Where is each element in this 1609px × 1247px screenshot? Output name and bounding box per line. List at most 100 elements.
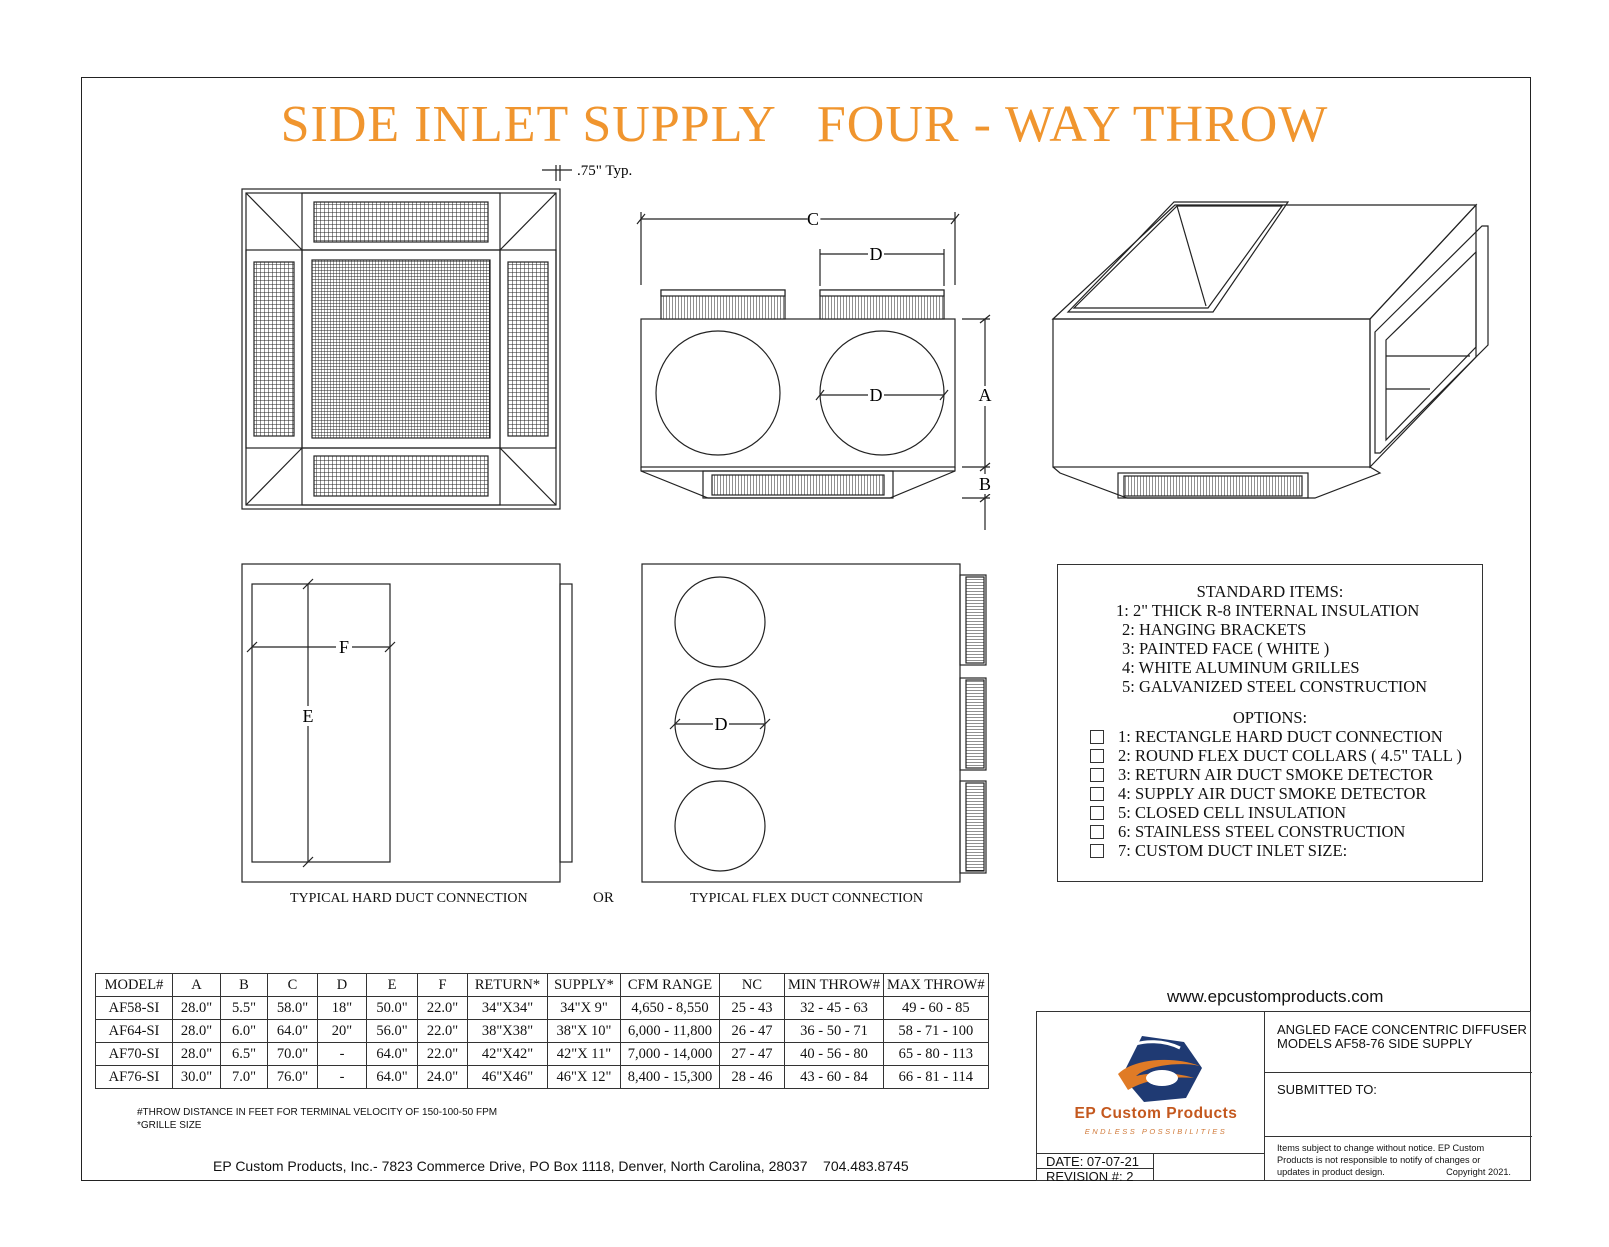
grille-note: *GRILLE SIZE xyxy=(137,1120,202,1131)
brand-tagline: ENDLESS POSSIBILITIES xyxy=(1084,1127,1228,1136)
option-row: 5: CLOSED CELL INSULATION xyxy=(1058,803,1482,822)
ep-logo-icon xyxy=(1118,1036,1202,1102)
table-cell: 50.0" xyxy=(366,996,418,1020)
table-cell: 8,400 - 15,300 xyxy=(620,1065,720,1089)
table-cell: 7.0" xyxy=(220,1065,268,1089)
option-row: 6: STAINLESS STEEL CONSTRUCTION xyxy=(1058,822,1482,841)
option-label: 6: STAINLESS STEEL CONSTRUCTION xyxy=(1118,822,1406,841)
disclaimer-line: Products is not responsible to notify of… xyxy=(1277,1155,1481,1165)
col-header: B xyxy=(220,973,268,997)
standard-item: 3: PAINTED FACE ( WHITE ) xyxy=(1122,639,1330,658)
table-cell: 6.5" xyxy=(220,1042,268,1066)
options-header: OPTIONS: xyxy=(1232,708,1308,727)
table-cell: 22.0" xyxy=(417,996,468,1020)
date-field: DATE: 07-07-21 xyxy=(1046,1154,1139,1169)
table-cell: 30.0" xyxy=(172,1065,221,1089)
caption-flex-duct: TYPICAL FLEX DUCT CONNECTION xyxy=(690,891,923,906)
table-header-row: MODEL# A B C D E F RETURN* SUPPLY* CFM R… xyxy=(95,973,989,997)
disclaimer-line: Items subject to change without notice. … xyxy=(1277,1143,1485,1153)
col-header: D xyxy=(317,973,367,997)
title-block: EP Custom Products ENDLESS POSSIBILITIES… xyxy=(1036,1011,1532,1184)
option-checkbox[interactable] xyxy=(1090,786,1104,801)
option-row: 4: SUPPLY AIR DUCT SMOKE DETECTOR xyxy=(1058,784,1482,803)
submitted-to-label: SUBMITTED TO: xyxy=(1277,1082,1377,1097)
dim-typ-label: .75" Typ. xyxy=(577,163,632,179)
table-cell: 5.5" xyxy=(220,996,268,1020)
throw-note: #THROW DISTANCE IN FEET FOR TERMINAL VEL… xyxy=(137,1107,498,1118)
option-checkbox[interactable] xyxy=(1090,843,1104,858)
col-header: F xyxy=(417,973,468,997)
option-label: 5: CLOSED CELL INSULATION xyxy=(1118,803,1347,822)
side-elevation xyxy=(636,212,991,530)
table-cell: 28.0" xyxy=(172,1042,221,1066)
col-header: A xyxy=(172,973,221,997)
table-cell: 70.0" xyxy=(267,1042,318,1066)
table-cell: 28.0" xyxy=(172,996,221,1020)
col-header: RETURN* xyxy=(467,973,548,997)
table-cell: AF70-SI xyxy=(95,1042,173,1066)
table-cell: 6.0" xyxy=(220,1019,268,1043)
disclaimer-line: updates in product design. Copyright 202… xyxy=(1277,1166,1511,1178)
col-header: CFM RANGE xyxy=(620,973,720,997)
company-address-footer: EP Custom Products, Inc.- 7823 Commerce … xyxy=(213,1158,909,1174)
table-cell: 76.0" xyxy=(267,1065,318,1089)
table-cell: 58.0" xyxy=(267,996,318,1020)
table-cell: 22.0" xyxy=(417,1019,468,1043)
table-cell: 56.0" xyxy=(366,1019,418,1043)
option-label: 2: ROUND FLEX DUCT COLLARS ( 4.5" TALL ) xyxy=(1118,746,1462,765)
table-cell: AF76-SI xyxy=(95,1065,173,1089)
option-label: 4: SUPPLY AIR DUCT SMOKE DETECTOR xyxy=(1118,784,1427,803)
table-cell: 66 - 81 - 114 xyxy=(883,1065,989,1089)
col-header: MODEL# xyxy=(95,973,173,997)
isometric-view xyxy=(1051,201,1489,499)
flex-duct-connection-view xyxy=(641,563,987,883)
option-row: 3: RETURN AIR DUCT SMOKE DETECTOR xyxy=(1058,765,1482,784)
plan-view-face xyxy=(241,165,572,510)
table-cell: 26 - 47 xyxy=(719,1019,785,1043)
dim-f-label: F xyxy=(339,637,349,657)
table-cell: 64.0" xyxy=(267,1019,318,1043)
brand-name: EP Custom Products xyxy=(1074,1105,1238,1122)
standard-item: 4: WHITE ALUMINUM GRILLES xyxy=(1122,658,1360,677)
product-description: ANGLED FACE CONCENTRIC DIFFUSER xyxy=(1277,1022,1527,1037)
dim-d-circle-label: D xyxy=(870,385,883,405)
option-row: 7: CUSTOM DUCT INLET SIZE: xyxy=(1058,841,1482,860)
option-label: 3: RETURN AIR DUCT SMOKE DETECTOR xyxy=(1118,765,1434,784)
col-header: NC xyxy=(719,973,785,997)
table-cell: AF64-SI xyxy=(95,1019,173,1043)
caption-or: OR xyxy=(593,890,614,906)
standard-item: 1: 2" THICK R-8 INTERNAL INSULATION xyxy=(1116,601,1420,620)
website-link[interactable]: www.epcustomproducts.com xyxy=(1167,987,1384,1006)
option-label: 7: CUSTOM DUCT INLET SIZE: xyxy=(1118,841,1348,860)
table-cell: 28 - 46 xyxy=(719,1065,785,1089)
option-row: 2: ROUND FLEX DUCT COLLARS ( 4.5" TALL ) xyxy=(1058,746,1482,765)
page-title: SIDE INLET SUPPLY FOUR - WAY THROW xyxy=(280,96,1329,153)
table-cell: 20" xyxy=(317,1019,367,1043)
standard-items-header: STANDARD ITEMS: xyxy=(1196,582,1344,601)
table-cell: 42"X 11" xyxy=(547,1042,621,1066)
option-checkbox[interactable] xyxy=(1090,824,1104,839)
col-header: C xyxy=(267,973,318,997)
table-cell: 64.0" xyxy=(366,1042,418,1066)
table-cell: 22.0" xyxy=(417,1042,468,1066)
revision-field: REVISION #: 2 xyxy=(1046,1169,1134,1184)
dim-e-label: E xyxy=(303,706,314,726)
table-notes: #THROW DISTANCE IN FEET FOR TERMINAL VEL… xyxy=(137,1106,497,1132)
svg-text:█: █ xyxy=(808,207,821,230)
table-cell: 18" xyxy=(317,996,367,1020)
standard-items-box: STANDARD ITEMS: 1: 2" THICK R-8 INTERNAL… xyxy=(1057,564,1483,882)
standard-item: 5: GALVANIZED STEEL CONSTRUCTION xyxy=(1122,677,1428,696)
option-checkbox[interactable] xyxy=(1090,748,1104,763)
standard-item: 2: HANGING BRACKETS xyxy=(1122,620,1307,639)
option-checkbox[interactable] xyxy=(1090,729,1104,744)
option-checkbox[interactable] xyxy=(1090,767,1104,782)
disclaimer: Items subject to change without notice. … xyxy=(1277,1142,1525,1178)
option-checkbox[interactable] xyxy=(1090,805,1104,820)
table-cell: 34"X34" xyxy=(467,996,548,1020)
col-header: MIN THROW# xyxy=(784,973,884,997)
